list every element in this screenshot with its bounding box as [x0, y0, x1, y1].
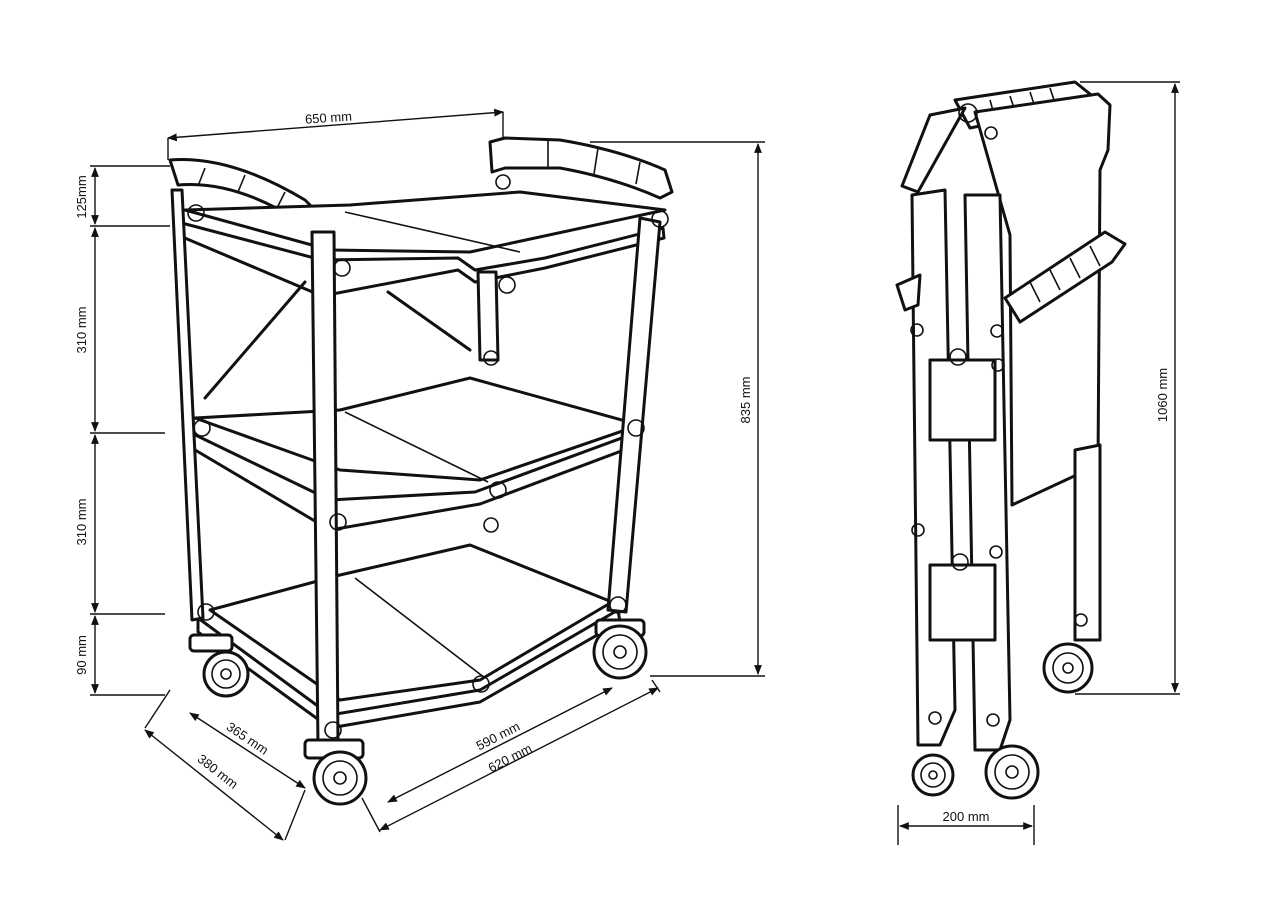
label-handle-height: 125mm: [74, 175, 89, 218]
label-bottom-clearance: 90 mm: [74, 635, 89, 675]
label-shelf-gap-lower: 310 mm: [74, 499, 89, 546]
dimension-lines-assembled: [90, 108, 765, 841]
label-width-top: 650 mm: [305, 108, 353, 126]
label-folded-height: 1060 mm: [1155, 368, 1170, 422]
dimension-labels: 650 mm 125mm 310 mm 310 mm 90 mm 835 mm …: [74, 108, 1170, 824]
assembled-cart-drawing: [168, 136, 674, 806]
folded-cart-drawing: [895, 80, 1127, 800]
label-depth-inner: 365 mm: [224, 719, 271, 758]
dimension-lines-folded: [897, 81, 1180, 845]
label-total-height: 835 mm: [738, 377, 753, 424]
label-shelf-gap-upper: 310 mm: [74, 307, 89, 354]
label-depth-outer: 380 mm: [195, 751, 241, 792]
label-folded-depth: 200 mm: [943, 809, 990, 824]
